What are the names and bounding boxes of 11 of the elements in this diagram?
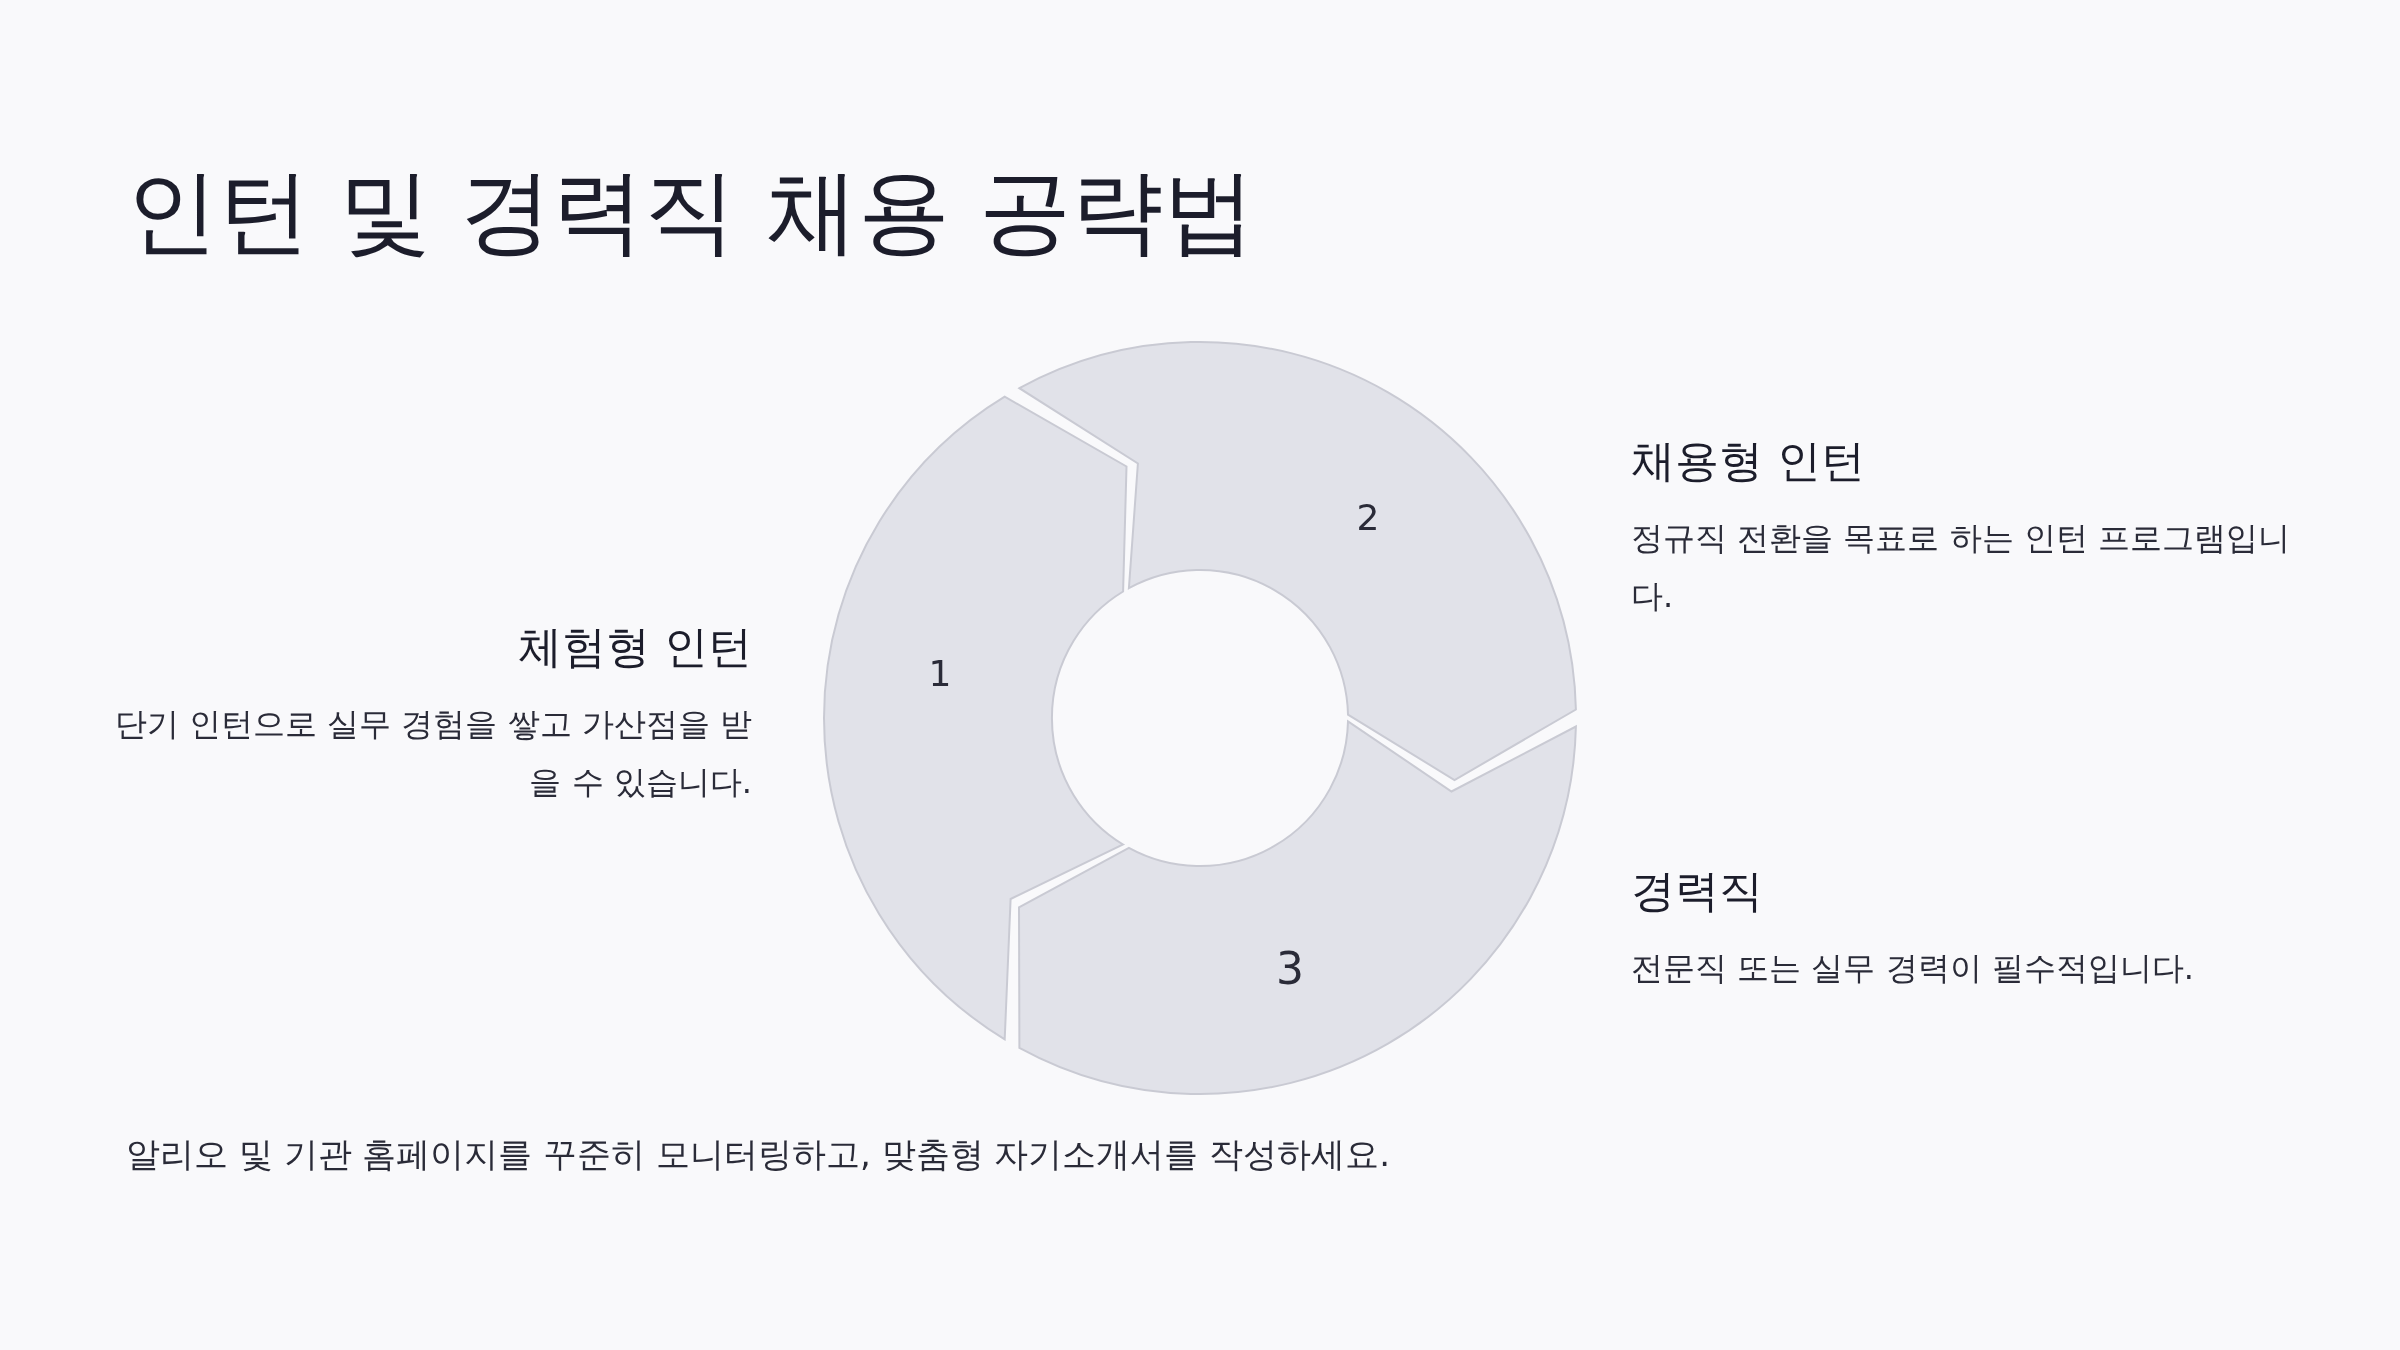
step-number: 1 [928, 653, 952, 694]
description-text: 전문직 또는 실무 경력이 필수적입니다. [1631, 948, 2195, 989]
step-number: 3 [1276, 943, 1304, 994]
step-number: 2 [1356, 497, 1380, 538]
page-title: 인턴 및 경력직 채용 공략법 [126, 157, 1255, 267]
section-heading: 체험형 인턴 [517, 620, 752, 674]
section-heading: 경력직 [1631, 864, 1764, 918]
description-text: 단기 인턴으로 실무 경험을 쌓고 가산점을 받을 수 있습니다. [113, 704, 752, 803]
section-heading: 채용형 인턴 [1631, 434, 1866, 488]
description-text: 정규직 전환을 목표로 하는 인턴 프로그램입니다. [1631, 518, 2291, 617]
footer-note: 알리오 및 기관 홈페이지를 꾸준히 모니터링하고, 맞춤형 자기소개서를 작성하세요. [126, 1133, 1391, 1176]
